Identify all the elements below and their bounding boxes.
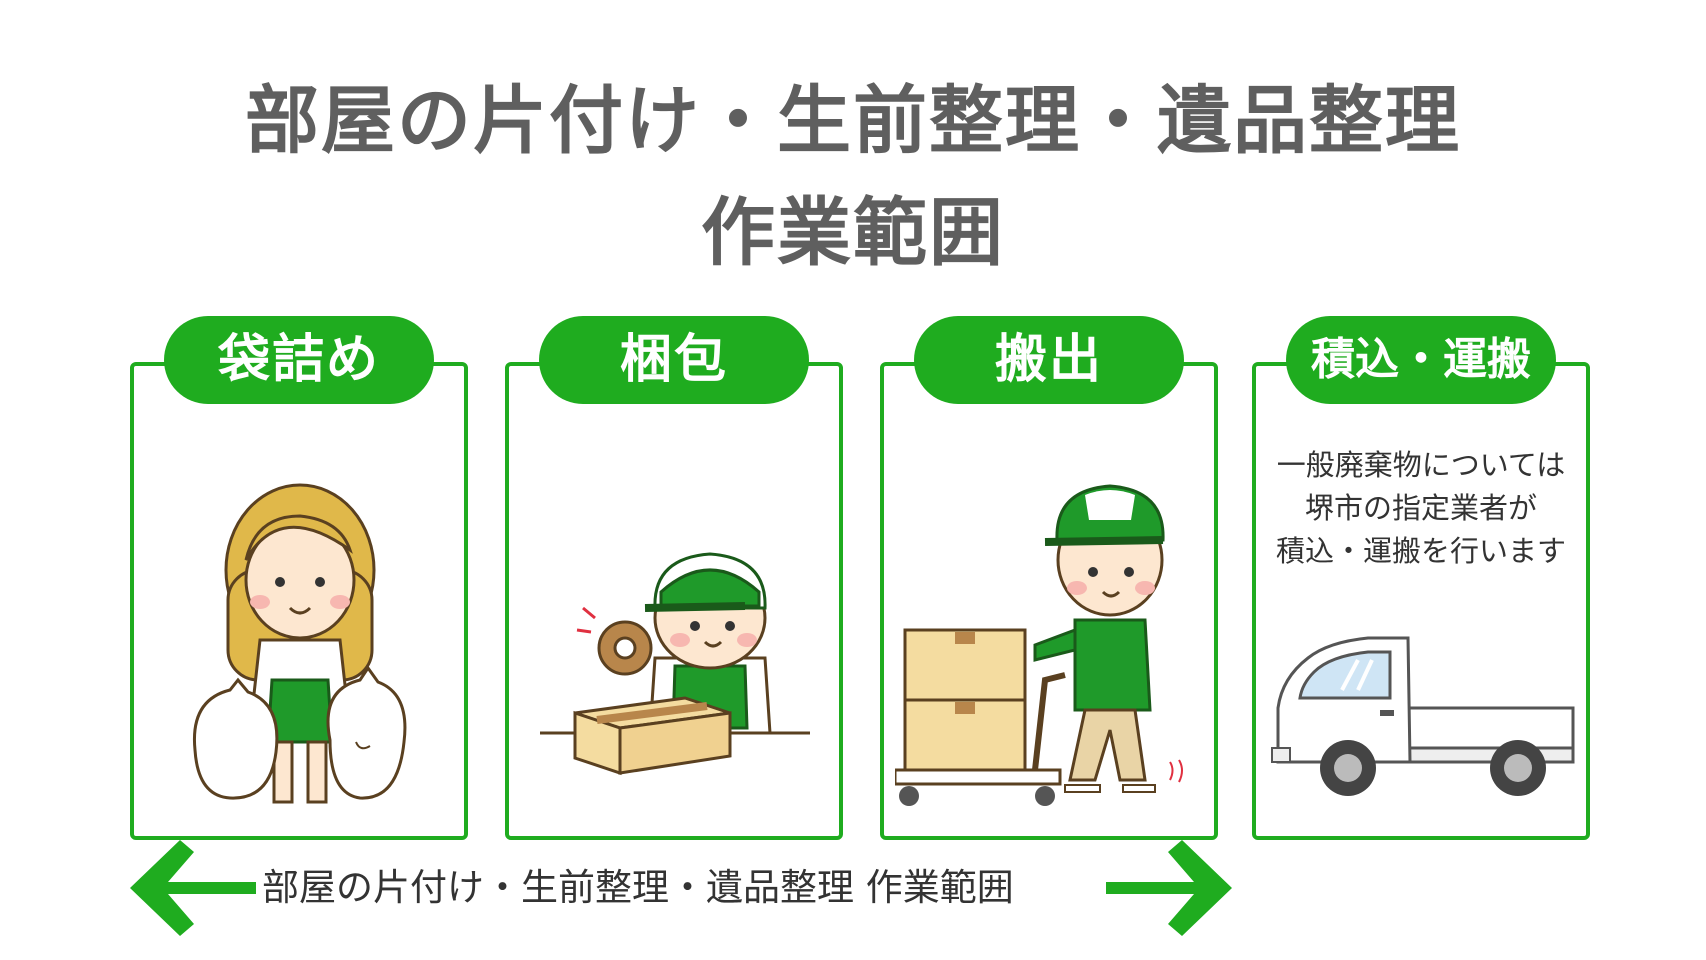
note-text: 一般廃棄物については 堺市の指定業者が 積込・運搬を行います [1252,444,1590,573]
step-label-bagging: 袋詰め [164,316,434,404]
step-label-packing: 梱包 [539,316,809,404]
footer-label: 部屋の片付け・生前整理・遺品整理 作業範囲 [262,866,1014,909]
page-subtitle: 作業範囲 [701,190,1005,276]
note-line-1: 一般廃棄物については [1276,448,1566,482]
step-label-loading-transport: 積込・運搬 [1286,316,1556,404]
note-line-3: 積込・運搬を行います [1275,534,1566,568]
truck-icon [1271,636,1575,796]
step-card-carrying-out [880,362,1218,840]
woman-with-garbage-bags-icon [192,483,407,804]
arrow-left-icon [130,840,256,936]
note-line-2: 堺市の指定業者が [1304,491,1537,525]
page-title: 部屋の片付け・生前整理・遺品整理 [245,78,1461,164]
arrow-right-icon [1106,840,1232,936]
step-label-carrying-out: 搬出 [914,316,1184,404]
worker-pushing-cart-icon [895,484,1183,806]
worker-packing-box-icon [540,552,810,776]
